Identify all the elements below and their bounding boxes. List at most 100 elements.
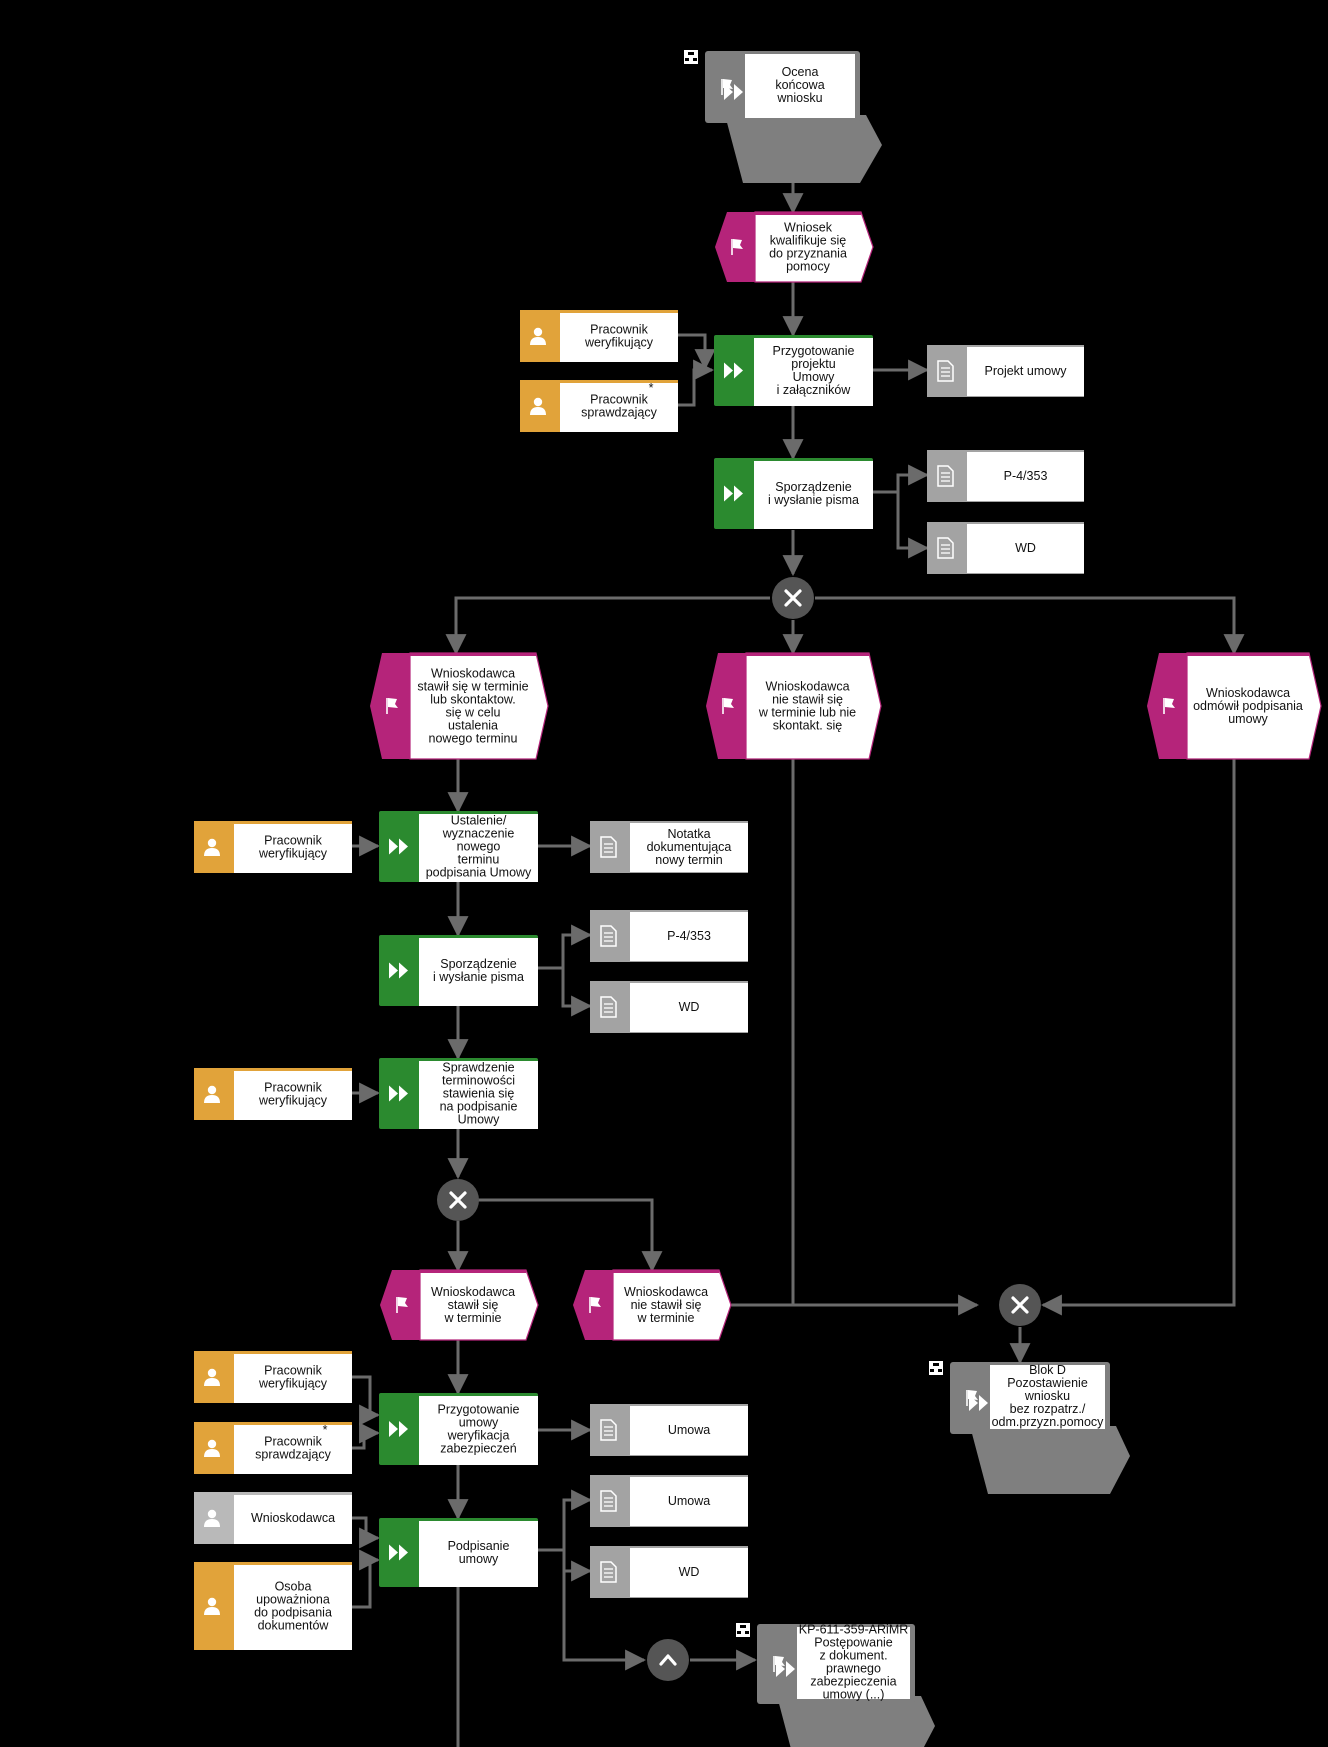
and-gateway-1 xyxy=(647,1639,689,1681)
label-line: dokumentów xyxy=(258,1619,330,1633)
label-line: Pozostawienie xyxy=(1007,1376,1088,1390)
asterisk-marker: * xyxy=(649,381,654,395)
label-line: kwalifikuje się xyxy=(770,234,846,248)
label-line: nowy termin xyxy=(655,853,722,867)
label-line: zabezpieczeń xyxy=(440,1442,516,1456)
doc-p4-2-label: P-4/353 xyxy=(667,929,711,943)
flag-icon xyxy=(1163,698,1175,714)
document-doc-umowa-2[interactable]: Umowa xyxy=(590,1475,748,1527)
label-line: weryfikujący xyxy=(584,336,654,350)
label-line: w terminie xyxy=(444,1311,502,1325)
label-line: Przygotowanie xyxy=(773,344,855,358)
label-line: weryfikujący xyxy=(258,1094,328,1108)
document-doc-wd-3[interactable]: WD xyxy=(590,1546,748,1598)
label-line: WD xyxy=(679,1565,700,1579)
connector-edge xyxy=(445,596,770,656)
label-line: Ocena xyxy=(782,65,819,79)
label-line: weryfikujący xyxy=(258,1377,328,1391)
doc-wd-3-label: WD xyxy=(679,1565,700,1579)
fast-forward-icon xyxy=(724,84,743,100)
label-line: Pracownik xyxy=(590,323,648,337)
label-line: Podpisanie xyxy=(448,1539,510,1553)
label-line: z dokument. xyxy=(819,1649,887,1663)
label-line: P-4/353 xyxy=(667,929,711,943)
connector-edge xyxy=(538,924,593,970)
fast-forward-icon xyxy=(389,1421,408,1437)
document-icon xyxy=(600,836,617,858)
label-line: Notatka xyxy=(667,827,710,841)
connector-lines xyxy=(352,155,1245,1747)
label-line: nowego terminu xyxy=(429,732,518,746)
connector-edge xyxy=(873,464,930,494)
label-line: stawienia się xyxy=(443,1087,515,1101)
chevron-up-icon xyxy=(659,1654,677,1666)
xor-x-icon xyxy=(449,1191,467,1209)
label-line: Wnioskodawca xyxy=(1206,686,1290,700)
document-doc-p4-1[interactable]: P-4/353 xyxy=(927,450,1084,502)
person-icon xyxy=(204,838,220,856)
label-line: zabezpieczenia xyxy=(810,1675,896,1689)
document-doc-umowa-1[interactable]: Umowa xyxy=(590,1404,748,1456)
label-line: umowy xyxy=(1228,712,1268,726)
label-line: WD xyxy=(1015,541,1036,555)
person-icon xyxy=(530,397,546,415)
flag-icon xyxy=(731,239,743,255)
label-line: prawnego xyxy=(826,1662,881,1676)
process-map-icon xyxy=(929,1361,943,1375)
label-line: do podpisania xyxy=(254,1606,332,1620)
label-line: końcowa xyxy=(775,78,824,92)
document-doc-wd-1[interactable]: WD xyxy=(927,522,1084,574)
label-line: Umowy xyxy=(458,1113,500,1127)
label-line: Umowa xyxy=(668,1494,710,1508)
label-line: wniosku xyxy=(1024,1389,1070,1403)
label-line: skontakt. się xyxy=(773,719,843,733)
label-line: Postępowanie xyxy=(814,1636,893,1650)
flag-icon xyxy=(722,698,734,714)
role-role-wnioskodawca[interactable]: Wnioskodawca xyxy=(194,1492,352,1544)
connector-edge xyxy=(477,1198,663,1273)
flag-icon xyxy=(386,698,398,714)
label-line: Pracownik xyxy=(264,1364,322,1378)
label-line: Wniosek xyxy=(784,221,833,235)
label-line: Pracownik xyxy=(264,1435,322,1449)
label-line: Przygotowanie xyxy=(438,1403,520,1417)
document-doc-p4-2[interactable]: P-4/353 xyxy=(590,910,748,962)
label-line: na podpisanie xyxy=(440,1100,518,1114)
label-line: lub skontaktow. xyxy=(430,693,515,707)
document-doc-projekt[interactable]: Projekt umowy xyxy=(927,345,1084,397)
label-line: Blok D xyxy=(1029,1363,1066,1377)
label-line: pomocy xyxy=(786,260,831,274)
person-icon xyxy=(204,1597,220,1615)
document-doc-wd-2[interactable]: WD xyxy=(590,981,748,1033)
